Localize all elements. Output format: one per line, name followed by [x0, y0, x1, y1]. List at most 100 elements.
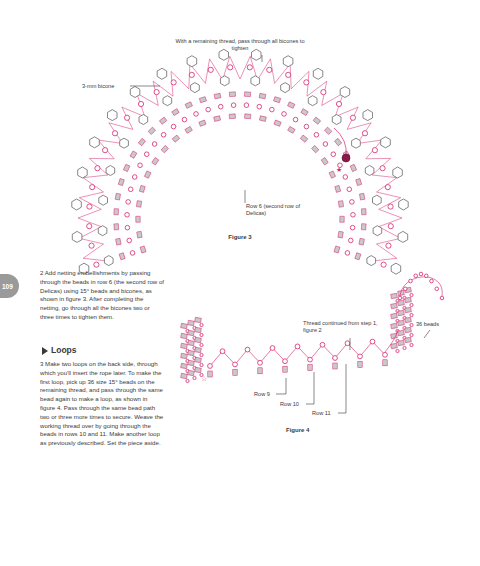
- delica-bead: [188, 340, 195, 345]
- delica-bead: [334, 138, 341, 145]
- leader-line: [350, 338, 351, 350]
- delica-bead: [116, 238, 121, 245]
- bicone-bead: [313, 68, 323, 79]
- seed-bead: [403, 287, 407, 291]
- seed-bead: [218, 104, 223, 109]
- bicone-bead: [191, 83, 200, 93]
- delica-bead: [181, 363, 188, 368]
- seed-bead: [125, 212, 130, 217]
- leader-line: [130, 86, 160, 87]
- seed-bead: [200, 353, 203, 356]
- page-number: 109: [2, 283, 13, 290]
- delica-bead: [391, 313, 398, 318]
- delica-bead: [195, 337, 202, 342]
- delica-bead: [300, 135, 307, 142]
- thread-note: Thread continued from step 1, figure 2: [303, 320, 387, 334]
- leader-line: [346, 364, 347, 413]
- seed-bead: [362, 131, 367, 136]
- bicone-bead: [157, 68, 167, 79]
- seed-bead: [161, 132, 166, 137]
- delica-bead: [259, 93, 266, 98]
- thread-path: [78, 56, 402, 261]
- seed-bead: [350, 200, 355, 205]
- seed-bead: [398, 296, 402, 300]
- figure-3-drawing: ★: [72, 49, 408, 274]
- bicone-bead: [120, 138, 129, 148]
- seed-bead: [293, 117, 298, 122]
- seed-bead: [171, 80, 176, 85]
- seed-bead: [154, 90, 159, 95]
- seed-bead: [388, 224, 393, 229]
- figure-note: With a remaining thread, pass through al…: [170, 38, 310, 52]
- delica-bead: [259, 116, 266, 122]
- delica-bead: [181, 333, 188, 338]
- seed-bead: [347, 187, 352, 192]
- bicone-bead: [251, 76, 260, 86]
- delica-bead: [114, 224, 119, 230]
- seed-bead: [193, 376, 196, 379]
- delica-bead: [195, 347, 202, 352]
- end-bead: [342, 154, 350, 162]
- delica-bead: [398, 300, 405, 305]
- bicone-bead: [393, 167, 403, 178]
- bicone-bead: [219, 49, 229, 60]
- delica-bead: [138, 138, 145, 145]
- seed-bead: [171, 124, 176, 129]
- instruction-paragraph: 2 Add netting embellishments by passing …: [40, 269, 164, 322]
- bicone-bead: [373, 226, 382, 236]
- delica-bead: [245, 114, 251, 119]
- seed-bead: [206, 107, 211, 112]
- delica-bead: [161, 145, 168, 152]
- delica-bead: [136, 201, 141, 208]
- leader-line: [245, 190, 246, 203]
- bicone-bead: [252, 49, 262, 60]
- row-label: Row 6 (second row of Delicas): [246, 203, 306, 217]
- seed-bead: [358, 354, 363, 359]
- seed-bead: [132, 175, 137, 180]
- bicone-bead: [139, 115, 148, 125]
- delica-bead: [208, 371, 212, 377]
- seed-bead: [182, 117, 187, 122]
- bicone-bead: [363, 110, 373, 121]
- delica-bead: [244, 92, 250, 97]
- delica-bead: [288, 126, 295, 133]
- bicone-bead: [398, 231, 408, 242]
- delica-bead: [188, 330, 195, 335]
- delica-bead: [283, 366, 287, 372]
- seed-bead: [343, 175, 348, 180]
- delica-bead: [185, 126, 192, 133]
- delica-bead: [181, 353, 188, 358]
- thread-path: [385, 330, 398, 352]
- bead-count-label: 36 beads: [416, 321, 466, 328]
- leader-line: [424, 330, 430, 338]
- bicone-bead: [340, 87, 350, 98]
- seed-bead: [345, 251, 350, 256]
- delica-bead: [391, 293, 398, 298]
- delica-bead: [172, 109, 179, 116]
- row-label: Row 11: [312, 410, 340, 417]
- seed-bead: [403, 346, 406, 349]
- seed-bead: [410, 293, 413, 296]
- seed-bead: [372, 148, 377, 153]
- bicone-bead: [72, 231, 82, 242]
- seed-bead: [87, 204, 92, 209]
- seed-bead: [90, 185, 95, 190]
- bicone-bead: [187, 56, 197, 67]
- bicone-bead: [106, 166, 115, 176]
- delica-bead: [188, 370, 195, 375]
- delica-bead: [313, 117, 320, 124]
- delica-bead: [334, 246, 340, 253]
- bicone-bead: [367, 256, 376, 266]
- seed-bead: [89, 243, 94, 248]
- start-star: ★: [336, 166, 342, 174]
- delica-bead: [391, 323, 398, 328]
- leader-line: [314, 372, 315, 404]
- seed-bead: [233, 362, 238, 367]
- page-number-tab: 109: [0, 274, 19, 298]
- seed-bead: [200, 323, 203, 326]
- delica-bead: [114, 209, 119, 215]
- delica-bead: [130, 151, 137, 158]
- delica-bead: [359, 238, 364, 245]
- seed-bead: [95, 166, 100, 171]
- seed-bead: [409, 279, 413, 283]
